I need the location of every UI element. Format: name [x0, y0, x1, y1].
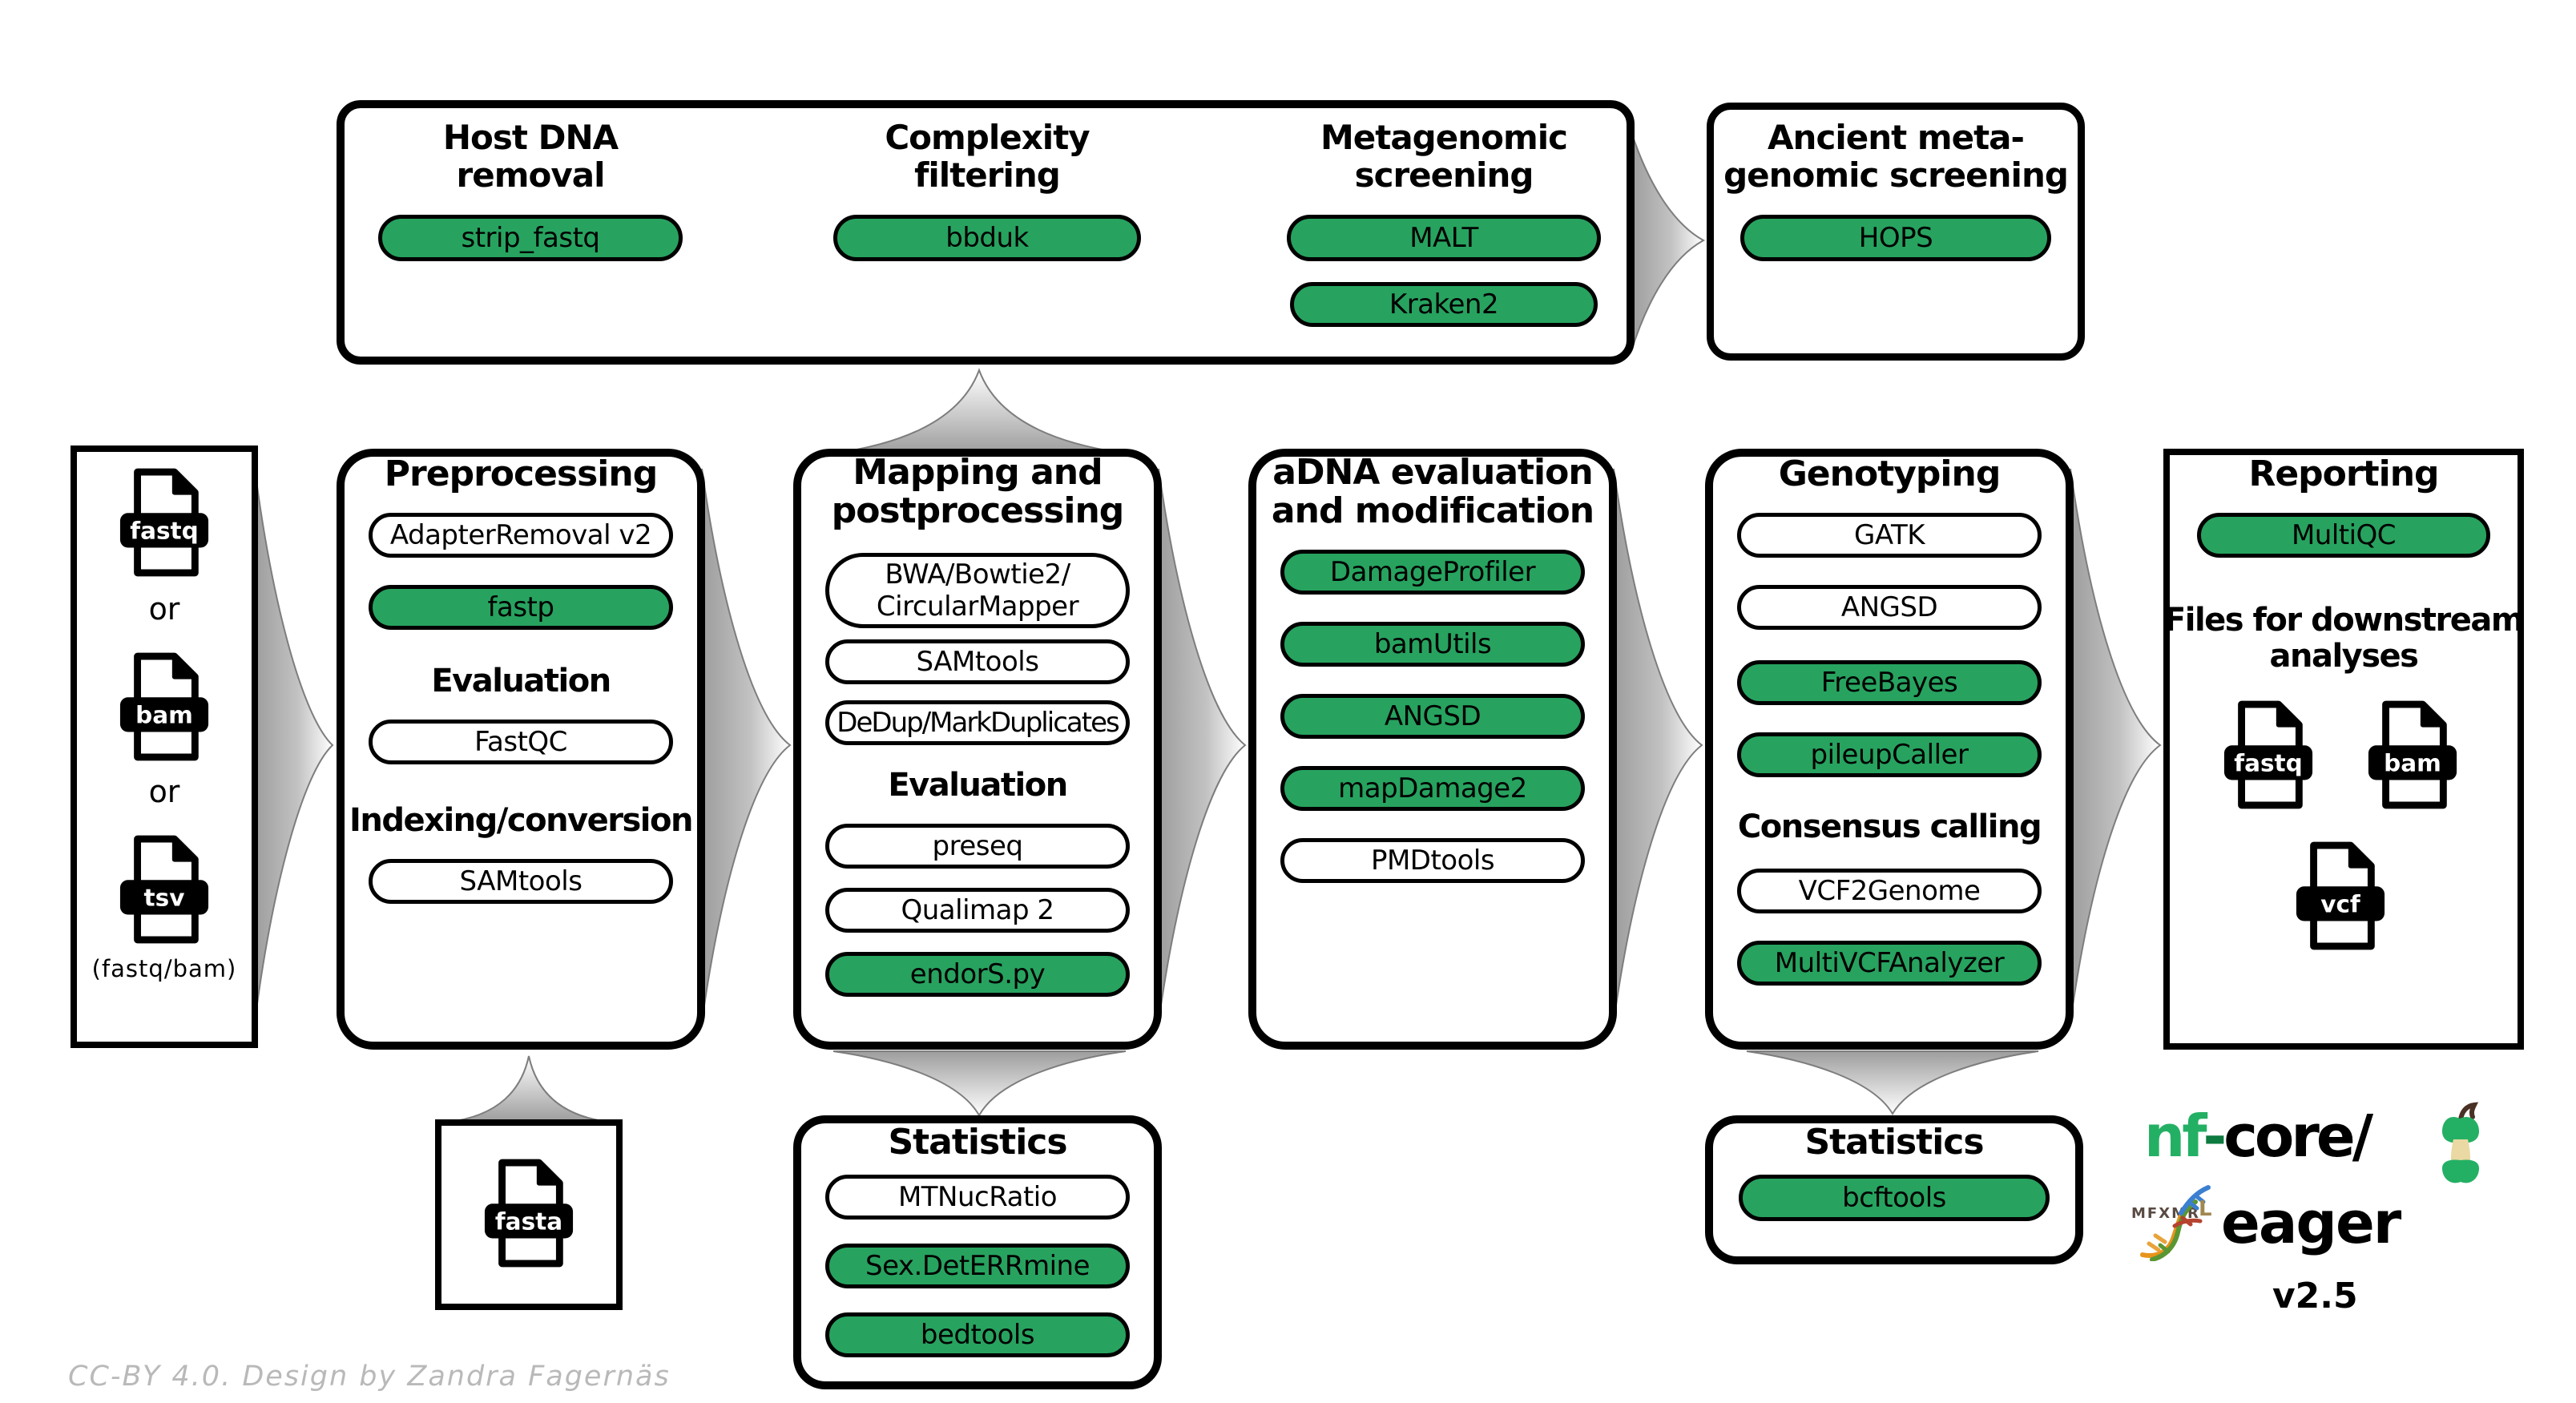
statistics-mapping-title: Statistics: [888, 1122, 1067, 1163]
arrow-genotyping-to-statistics: [1746, 1050, 2039, 1115]
pill-damageprofiler: DamageProfiler: [1280, 550, 1585, 595]
pill-samtools-mapping: SAMtools: [825, 639, 1130, 684]
arrow-input-to-preprocessing: [254, 468, 334, 1022]
pill-aligners: BWA/Bowtie2/ CircularMapper: [825, 553, 1130, 628]
nfcore-logo-eager: eager: [2221, 1189, 2401, 1256]
vcf-output-file-icon: vcf: [2296, 841, 2385, 950]
nfcore-logo-line1: nf-core/: [2144, 1103, 2373, 1170]
fastq-file-icon: fastq: [119, 468, 209, 577]
arrow-genotyping-to-reporting: [2070, 468, 2162, 1022]
pill-kraken2: Kraken2: [1290, 282, 1598, 327]
pill-angsd-genotyping: ANGSD: [1737, 585, 2042, 630]
pill-samtools-preprocessing: SAMtools: [369, 859, 673, 904]
bam-output-file-icon: bam: [2368, 700, 2457, 809]
or-label-2: or: [148, 774, 180, 809]
downstream-files-heading: Files for downstream analyses: [2163, 602, 2525, 675]
pill-angsd-adna: ANGSD: [1280, 694, 1585, 739]
fastq-output-file-icon: fastq: [2223, 700, 2313, 809]
pill-bcftools: bcftools: [1739, 1175, 2050, 1221]
preprocessing-title: Preprocessing: [384, 454, 658, 494]
pill-dedup: DeDup/MarkDuplicates: [825, 700, 1130, 745]
pill-freebayes: FreeBayes: [1737, 660, 2042, 705]
pill-malt: MALT: [1287, 215, 1601, 261]
input-note: (fastq/bam): [91, 955, 237, 982]
nfcore-logo-nf: nf: [2144, 1103, 2206, 1170]
arrow-adna-to-genotyping: [1613, 468, 1703, 1022]
pill-qualimap: Qualimap 2: [825, 888, 1130, 933]
dna-helix-icon: [2140, 1185, 2211, 1261]
preprocessing-indexing-heading: Indexing/conversion: [349, 802, 693, 839]
pill-bedtools: bedtools: [825, 1312, 1130, 1357]
arrow-mapping-to-statistics: [832, 1050, 1127, 1118]
tsv-file-label: tsv: [144, 885, 185, 912]
statistics-genotyping-title: Statistics: [1804, 1122, 1984, 1163]
mapping-title: Mapping and postprocessing: [831, 452, 1125, 531]
tsv-file-icon: tsv: [119, 835, 209, 944]
apple-core-icon: [2442, 1102, 2479, 1183]
consensus-calling-heading: Consensus calling: [1737, 808, 2042, 845]
pill-fastp: fastp: [369, 585, 673, 630]
reporting-title: Reporting: [2248, 454, 2439, 494]
pill-pileupcaller: pileupCaller: [1737, 732, 2042, 777]
pill-gatk: GATK: [1737, 513, 2042, 558]
pill-mapdamage: mapDamage2: [1280, 766, 1585, 811]
mapping-box: [793, 449, 1162, 1050]
arrow-preprocessing-to-mapping: [701, 468, 792, 1022]
pill-fastqc: FastQC: [369, 720, 673, 764]
credit-text: CC-BY 4.0. Design by Zandra Fagernäs: [68, 1361, 671, 1393]
preprocessing-evaluation-heading: Evaluation: [431, 663, 611, 699]
pill-bbduk: bbduk: [833, 215, 1141, 261]
pill-multivcfanalyzer: MultiVCFAnalyzer: [1737, 941, 2042, 986]
fastq-file-label: fastq: [130, 518, 199, 545]
mapping-evaluation-heading: Evaluation: [888, 767, 1068, 804]
pill-bamutils: bamUtils: [1280, 622, 1585, 667]
pill-pmdtools: PMDtools: [1280, 838, 1585, 883]
logo-rune-right: L: [2199, 1197, 2212, 1221]
metagenomic-screening-title: Metagenomic screening: [1320, 118, 1568, 195]
arrow-mapping-to-adna: [1158, 468, 1247, 1022]
complexity-filtering-title: Complexity filtering: [885, 118, 1090, 195]
bam-output-label: bam: [2384, 750, 2441, 777]
adna-box: [1248, 449, 1617, 1050]
arrow-mapping-to-topbox: [832, 368, 1127, 454]
pill-preseq: preseq: [825, 824, 1130, 869]
pill-sexdeterrmine: Sex.DetERRmine: [825, 1244, 1130, 1288]
genotyping-title: Genotyping: [1778, 454, 2002, 494]
arrow-screening-to-ancient: [1631, 131, 1706, 352]
bam-file-label: bam: [135, 702, 193, 729]
pill-endors: endorS.py: [825, 952, 1130, 997]
pill-adapterremoval: AdapterRemoval v2: [369, 513, 673, 558]
nfcore-logo-dash: -: [2203, 1103, 2227, 1170]
pill-multiqc: MultiQC: [2197, 513, 2490, 558]
arrow-fasta-to-preprocessing: [449, 1055, 608, 1123]
pill-hops: HOPS: [1740, 215, 2051, 261]
nfcore-logo-version: v2.5: [2272, 1276, 2358, 1316]
pill-mtnucratio: MTNucRatio: [825, 1175, 1130, 1220]
pill-strip-fastq: strip_fastq: [378, 215, 683, 261]
adna-title: aDNA evaluation and modification: [1271, 452, 1594, 531]
ancient-screening-title: Ancient meta- genomic screening: [1723, 118, 2069, 195]
fasta-file-label: fasta: [495, 1208, 562, 1236]
or-label-1: or: [148, 591, 180, 627]
fastq-output-label: fastq: [2234, 750, 2303, 777]
pill-vcf2genome: VCF2Genome: [1737, 869, 2042, 913]
bam-file-icon: bam: [119, 652, 209, 761]
nfcore-logo-core: core/: [2223, 1103, 2373, 1170]
fasta-file-icon: fasta: [484, 1159, 574, 1268]
host-dna-removal-title: Host DNA removal: [442, 118, 619, 195]
vcf-output-label: vcf: [2320, 891, 2361, 918]
